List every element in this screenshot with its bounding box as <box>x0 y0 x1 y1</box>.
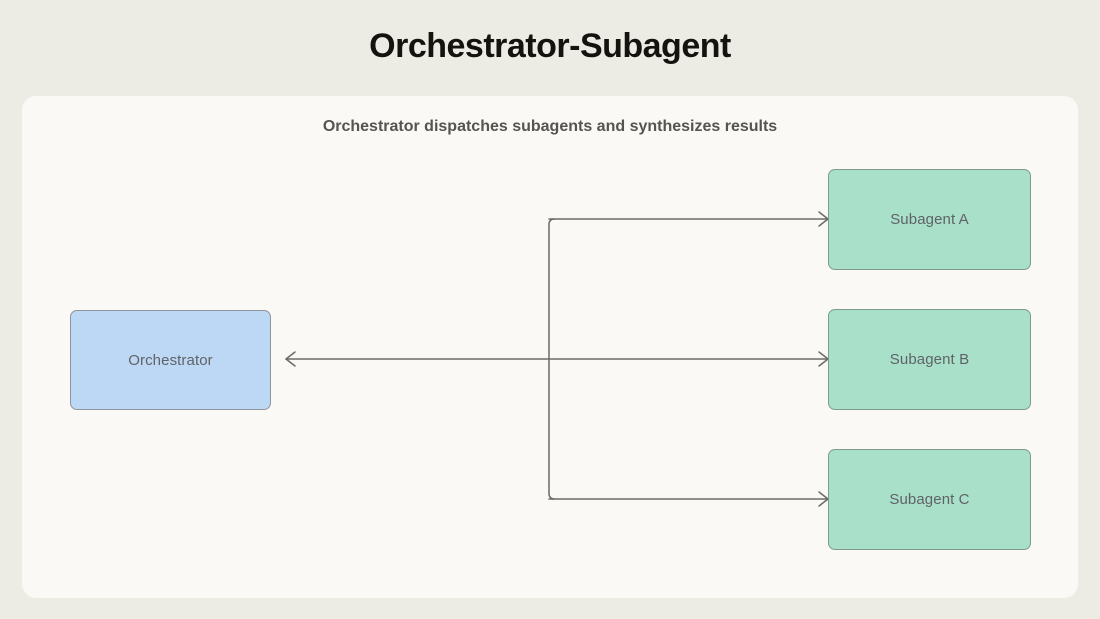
node-orchestrator-label: Orchestrator <box>128 351 213 369</box>
diagram-card: Orchestrator dispatches subagents and sy… <box>22 96 1078 598</box>
node-subagent-b-label: Subagent B <box>889 351 970 368</box>
page-title: Orchestrator-Subagent <box>369 27 731 65</box>
diagram-caption: Orchestrator dispatches subagents and sy… <box>322 118 778 135</box>
edge-layer <box>285 211 829 507</box>
node-subagent-c[interactable]: Subagent C <box>828 449 1031 550</box>
diagram-canvas: Orchestrator Subagent A Subagent B Subag… <box>22 96 1078 598</box>
node-subagent-b[interactable]: Subagent B <box>828 309 1031 410</box>
node-subagent-c-label: Subagent C <box>889 491 970 508</box>
arrowhead-to-orchestrator <box>285 351 296 367</box>
node-subagent-a-label: Subagent A <box>890 211 969 228</box>
node-subagent-a[interactable]: Subagent A <box>828 169 1031 270</box>
node-orchestrator[interactable]: Orchestrator <box>70 310 271 410</box>
